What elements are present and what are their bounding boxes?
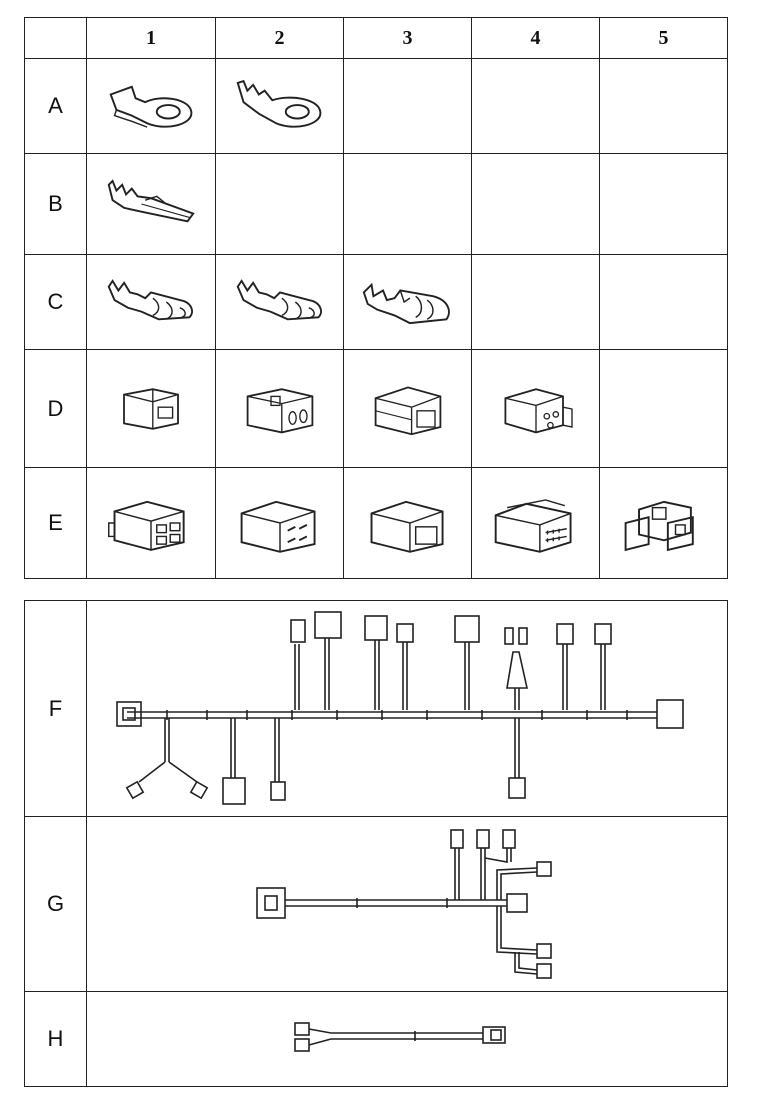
cell-d3-connector <box>343 349 472 468</box>
connector-multi-pin-icon <box>488 492 584 554</box>
connector-2-pin-housing-icon <box>360 492 456 554</box>
cell-a4-empty <box>471 58 600 154</box>
cell-d2-connector <box>215 349 344 468</box>
cell-b1-flat-blade <box>86 153 216 255</box>
cell-c3-spade <box>343 254 472 350</box>
cell-a2-ring-terminal <box>215 58 344 154</box>
row-header-e: E <box>24 467 87 579</box>
cell-a3-empty <box>343 58 472 154</box>
cell-c5-empty <box>599 254 728 350</box>
row-header-g: G <box>24 816 87 992</box>
cell-h-lead-wire <box>86 991 728 1087</box>
row-header-c: C <box>24 254 87 350</box>
row-header-b: B <box>24 153 87 255</box>
connector-3-pin-icon <box>491 379 581 439</box>
cell-b2-empty <box>215 153 344 255</box>
ring-terminal-icon <box>232 77 328 135</box>
cell-c4-empty <box>471 254 600 350</box>
cell-e3-connector <box>343 467 472 579</box>
cell-d4-connector <box>471 349 600 468</box>
cell-c2-spade <box>215 254 344 350</box>
cell-b3-empty <box>343 153 472 255</box>
row-header-f: F <box>24 600 87 817</box>
cell-d5-empty <box>599 349 728 468</box>
row-header-h: H <box>24 991 87 1087</box>
female-spade-terminal-insulated-icon <box>360 273 456 331</box>
cell-a1-ring-terminal <box>86 58 216 154</box>
ring-terminal-icon <box>103 77 199 135</box>
column-header-4: 4 <box>471 17 600 59</box>
cell-c1-spade <box>86 254 216 350</box>
connector-3-pin-block-icon <box>616 492 712 554</box>
cell-b5-empty <box>599 153 728 255</box>
female-spade-terminal-icon <box>232 273 328 331</box>
connector-2-pin-housing-icon <box>363 379 453 439</box>
row-header-d: D <box>24 349 87 468</box>
row-header-a: A <box>24 58 87 154</box>
cell-e5-connector <box>599 467 728 579</box>
column-header-5: 5 <box>599 17 728 59</box>
sub-wiring-harness-icon <box>256 828 552 979</box>
connector-4-pin-icon <box>103 492 199 554</box>
cell-g-sub-harness <box>86 816 728 992</box>
connector-4-pin-housing-icon <box>232 492 328 554</box>
column-header-1: 1 <box>86 17 216 59</box>
terminal-table: 1 2 3 4 5 A B C D E <box>24 17 728 579</box>
connector-2-pin-icon <box>235 381 325 437</box>
harness-table: F <box>24 600 728 1087</box>
connector-1-pin-icon <box>106 381 196 437</box>
main-wiring-harness-icon <box>116 610 684 805</box>
cell-e4-connector <box>471 467 600 579</box>
column-header-2: 2 <box>215 17 344 59</box>
cell-f-main-harness <box>86 600 728 817</box>
cell-a5-empty <box>599 58 728 154</box>
column-header-3: 3 <box>343 17 472 59</box>
cell-b4-empty <box>471 153 600 255</box>
female-spade-terminal-icon <box>103 273 199 331</box>
flat-blade-terminal-icon <box>103 175 199 233</box>
cell-e2-connector <box>215 467 344 579</box>
cell-d1-connector <box>86 349 216 468</box>
lead-wire-harness-icon <box>294 1021 506 1052</box>
corner-cell <box>24 17 87 59</box>
cell-e1-connector <box>86 467 216 579</box>
